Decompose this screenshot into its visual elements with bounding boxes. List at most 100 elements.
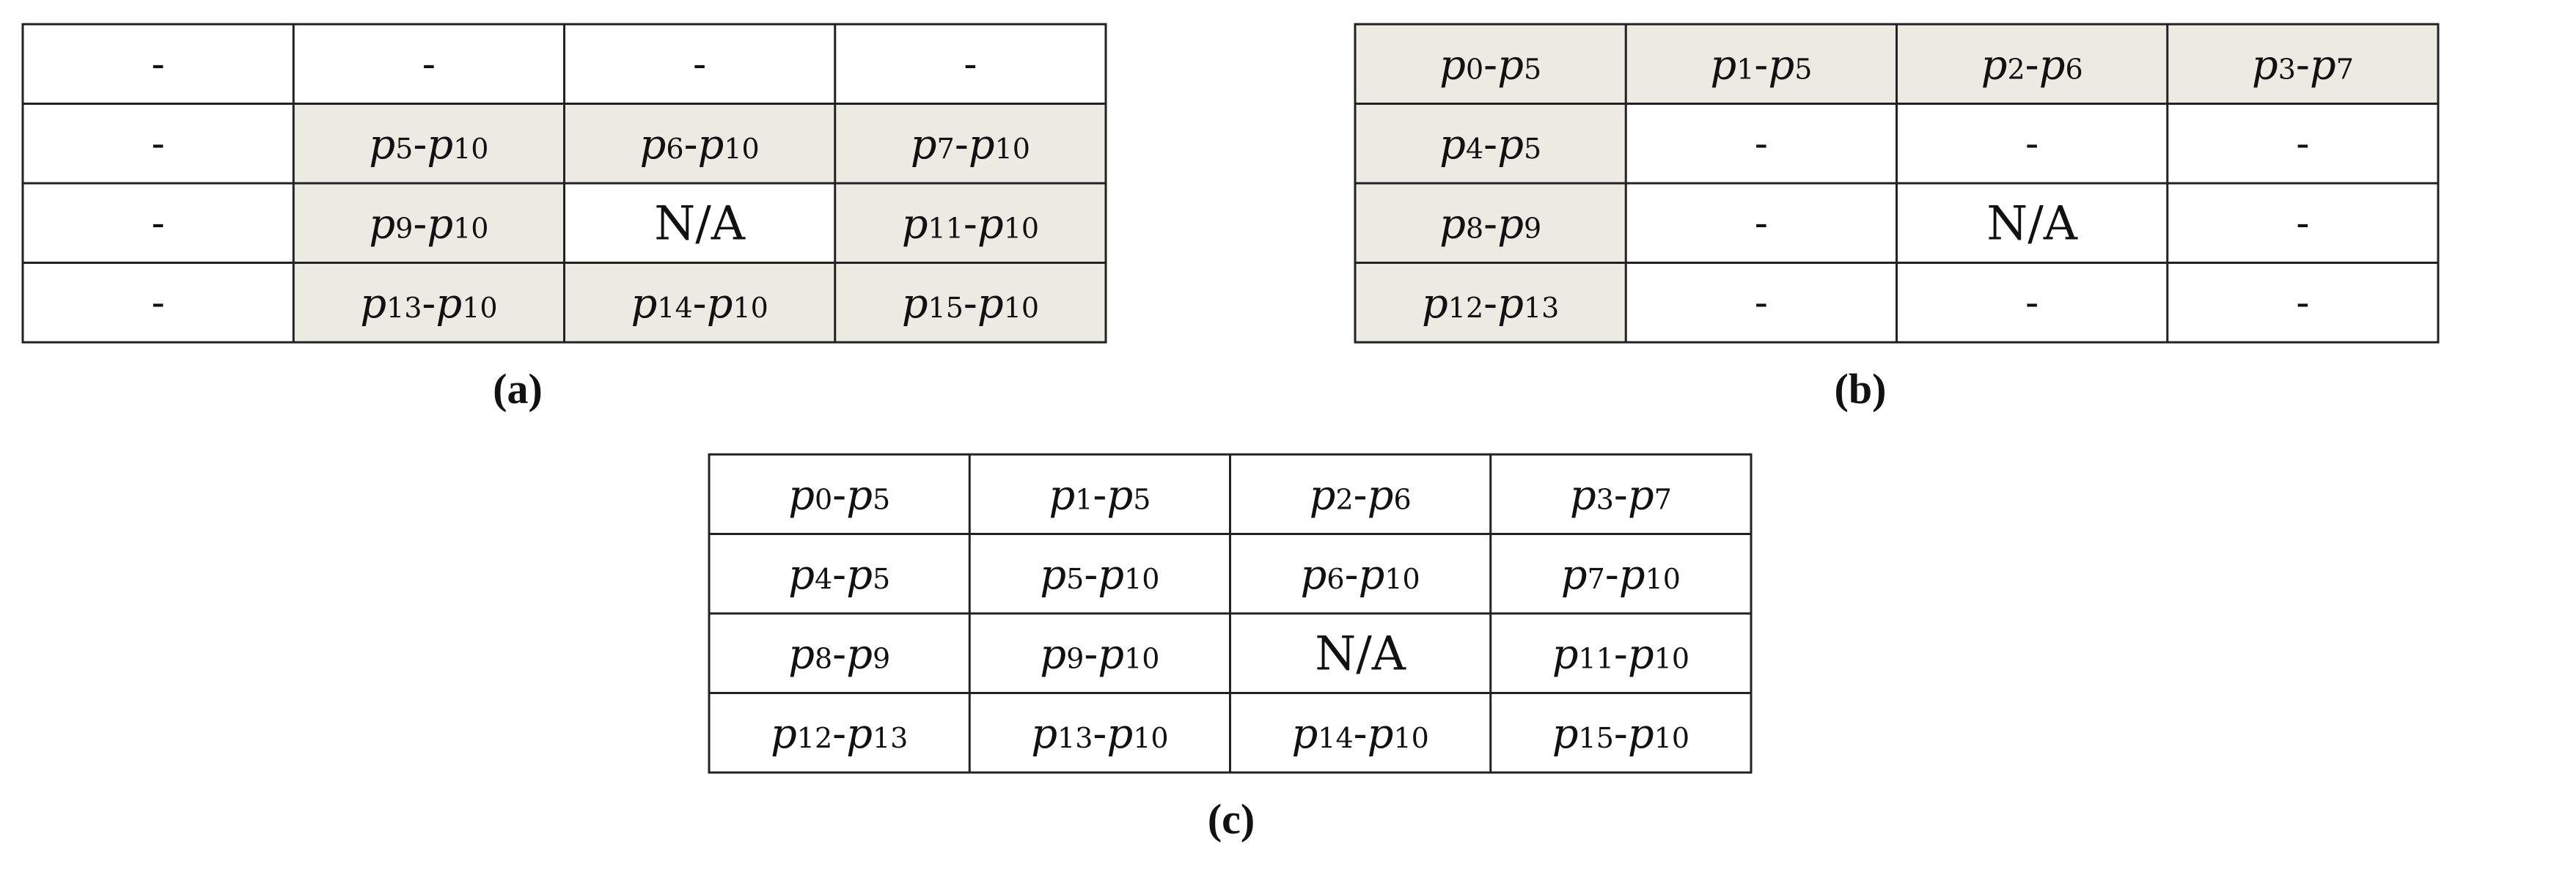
cell-bg <box>564 103 835 183</box>
cell-dash: - <box>152 40 165 86</box>
cell-dash: - <box>2296 199 2309 246</box>
cell-bg <box>1626 183 1897 263</box>
cell-pair-label: p2-p6 <box>1981 41 2083 89</box>
pair-dash: - <box>832 471 846 519</box>
pair-symbol-2: p <box>977 200 1004 248</box>
pair-symbol-1: p <box>1291 710 1318 758</box>
pair-index-1: 3 <box>1596 483 1614 515</box>
cell-bg <box>23 103 294 183</box>
cell-bg <box>23 183 294 263</box>
pair-symbol-2: p <box>846 471 873 519</box>
cell-bg <box>1626 24 1897 104</box>
cell-dash: - <box>1755 199 1768 246</box>
pair-index-1: 15 <box>928 292 964 324</box>
pair-symbol-1: p <box>1301 551 1327 599</box>
cell-dash: - <box>2296 120 2309 166</box>
pair-symbol-1: p <box>1710 41 1736 89</box>
pair-index-1: 4 <box>1466 133 1483 165</box>
cell-pair-label: p3-p7 <box>2252 41 2354 89</box>
cell-bg <box>1626 103 1897 183</box>
pair-index-2: 10 <box>1004 212 1039 244</box>
panel-c-caption: (c) <box>1208 795 1255 843</box>
cell-pair-label: p6-p10 <box>1301 551 1420 599</box>
cell-bg <box>1896 103 2168 183</box>
pair-symbol-1: p <box>788 471 815 519</box>
pair-symbol-2: p <box>1497 200 1524 248</box>
cell-pair-label: p8-p9 <box>788 630 890 678</box>
pair-index-2: 6 <box>2065 53 2083 85</box>
pair-index-1: 8 <box>815 642 832 674</box>
pair-index-1: 0 <box>815 483 832 515</box>
pair-index-2: 10 <box>1393 722 1428 754</box>
pair-index-2: 5 <box>1794 53 1812 85</box>
cell-bg <box>293 262 565 342</box>
pair-index-2: 5 <box>1524 53 1541 85</box>
pair-symbol-2: p <box>2310 41 2336 89</box>
pair-index-2: 13 <box>873 722 908 754</box>
pair-index-1: 12 <box>797 722 832 754</box>
pair-symbol-2: p <box>1107 471 1133 519</box>
pair-dash: - <box>832 551 846 599</box>
pair-dash: - <box>832 710 846 758</box>
table-border <box>1354 23 2440 344</box>
pair-symbol-1: p <box>1040 630 1066 678</box>
cell-na: N/A <box>1986 196 2078 251</box>
cell-dash: - <box>152 120 165 166</box>
cell-bg <box>969 693 1230 773</box>
pair-symbol-1: p <box>2252 41 2278 89</box>
pair-symbol-1: p <box>1552 630 1579 678</box>
cell-bg <box>1355 262 1626 342</box>
pair-symbol-2: p <box>1368 710 1394 758</box>
cell-na: N/A <box>1315 627 1406 681</box>
pair-symbol-2: p <box>1628 710 1654 758</box>
pair-dash: - <box>1483 41 1497 89</box>
cell-bg <box>834 262 1106 342</box>
pair-index-1: 7 <box>937 133 955 165</box>
cell-pair-label: p7-p10 <box>911 121 1030 169</box>
cell-bg <box>1355 24 1626 104</box>
cell-bg <box>969 613 1230 693</box>
cell-pair-label: p0-p5 <box>788 471 890 519</box>
cell-bg <box>1230 534 1491 613</box>
cell-bg <box>709 613 970 693</box>
cell-bg <box>1490 613 1751 693</box>
cell-pair-label: p7-p10 <box>1561 551 1681 599</box>
pair-symbol-2: p <box>1619 551 1645 599</box>
pair-symbol-1: p <box>1552 710 1579 758</box>
pair-index-1: 7 <box>1588 563 1605 595</box>
pair-index-1: 11 <box>928 212 964 244</box>
pair-dash: - <box>2025 41 2039 89</box>
pair-symbol-2: p <box>1497 280 1524 328</box>
panel-b-caption: (b) <box>1835 365 1887 413</box>
cell-bg <box>1355 183 1626 263</box>
cell-pair-label: p11-p10 <box>1552 630 1689 678</box>
pair-symbol-1: p <box>1570 471 1596 519</box>
pair-index-2: 10 <box>1124 563 1159 595</box>
pair-symbol-1: p <box>1439 200 1466 248</box>
pair-symbol-2: p <box>436 280 462 328</box>
cell-pair-label: p4-p5 <box>1439 121 1541 169</box>
pair-index-2: 10 <box>462 292 497 324</box>
cell-bg <box>564 262 835 342</box>
pair-index-2: 10 <box>1654 722 1689 754</box>
cell-bg <box>1896 24 2168 104</box>
pair-index-2: 10 <box>1124 642 1159 674</box>
cell-na: N/A <box>654 196 746 251</box>
pair-symbol-2: p <box>1107 710 1133 758</box>
pair-index-2: 9 <box>1524 212 1541 244</box>
cell-bg <box>2167 262 2438 342</box>
cell-bg <box>2167 103 2438 183</box>
pair-index-1: 9 <box>395 212 413 244</box>
cell-dash: - <box>2296 279 2309 325</box>
cell-pair-label: p9-p10 <box>1040 630 1159 678</box>
pair-symbol-2: p <box>977 280 1004 328</box>
cell-bg <box>1896 262 2168 342</box>
pair-index-1: 2 <box>2007 53 2025 85</box>
cell-pair-label: p1-p5 <box>1049 471 1151 519</box>
pair-dash: - <box>422 280 436 328</box>
